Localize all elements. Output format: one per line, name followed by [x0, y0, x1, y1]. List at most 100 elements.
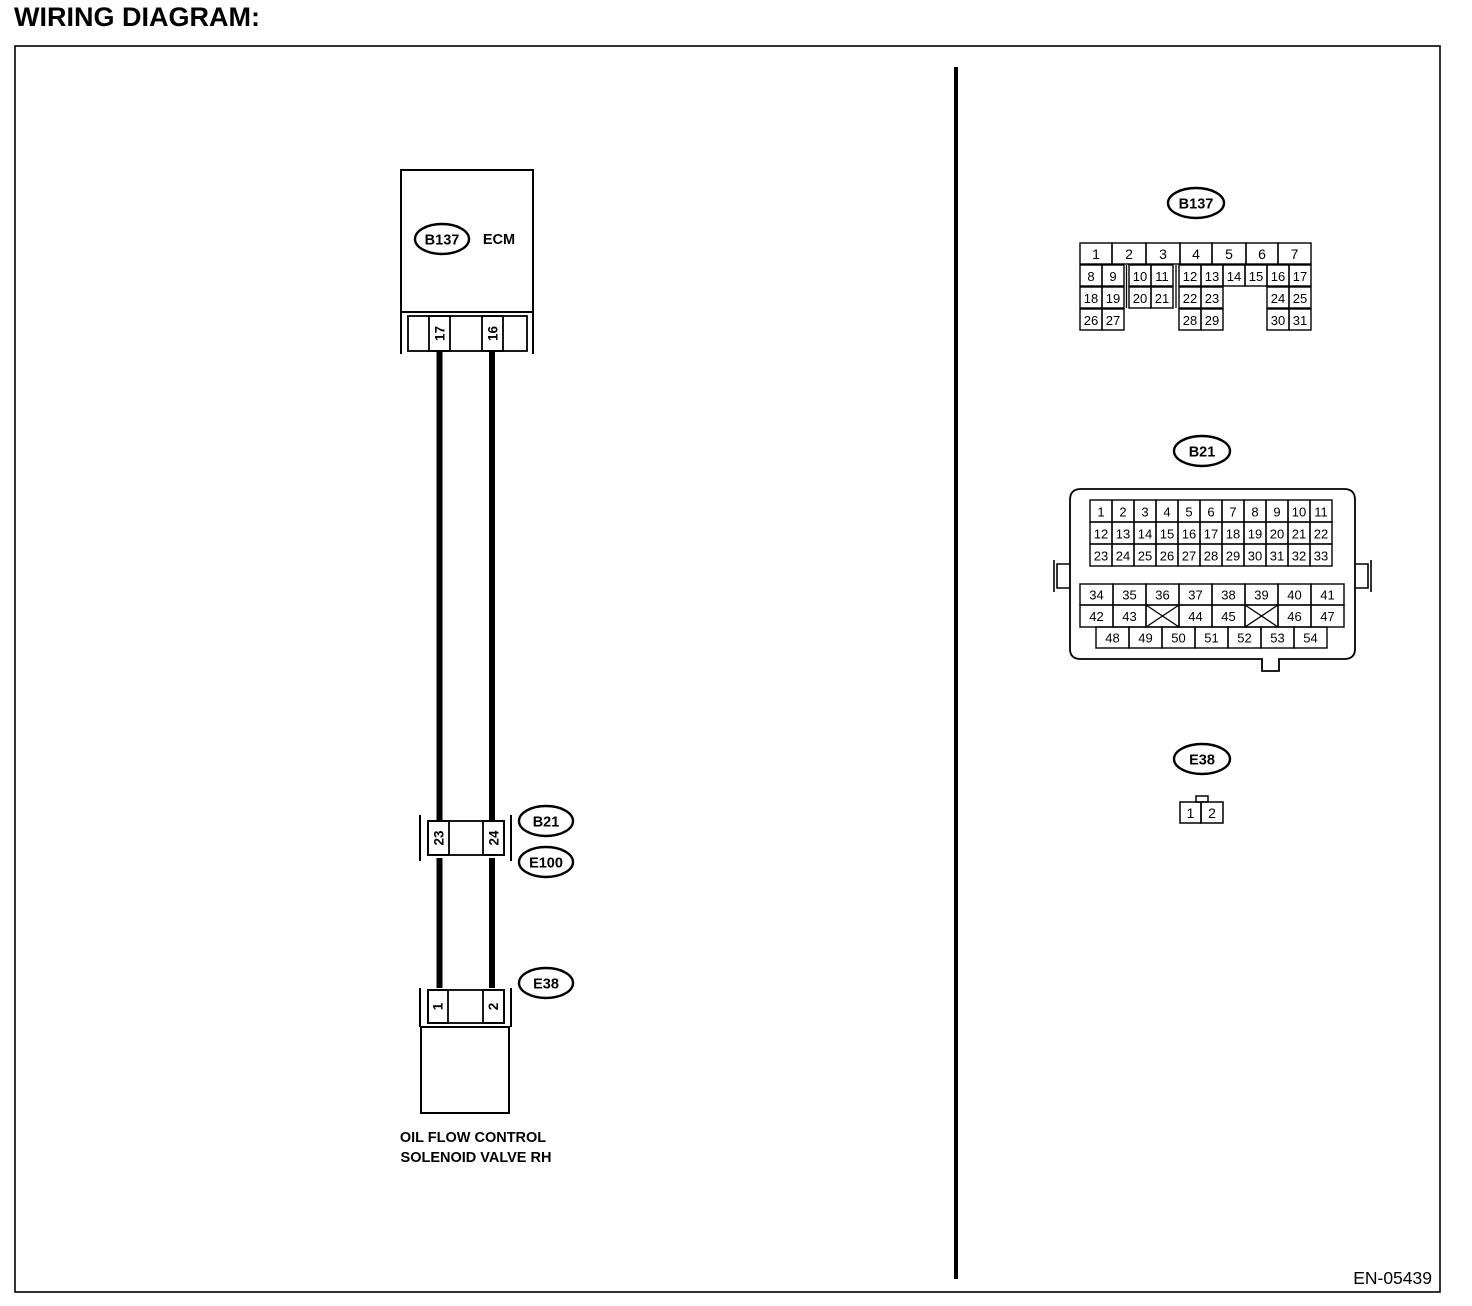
b21-pin-label-50: 50 — [1171, 631, 1185, 646]
b21-left-latch — [1056, 563, 1070, 589]
b137-pin-label-11: 11 — [1155, 269, 1169, 284]
b137-pin-label-28: 28 — [1183, 313, 1197, 328]
b21-view-badge — [1172, 434, 1232, 468]
b137-view-badge — [1166, 186, 1226, 220]
b137-pin-label-26: 26 — [1084, 313, 1098, 328]
b21-pin-label-24: 24 — [1116, 549, 1130, 564]
b137-pin-label-5: 5 — [1225, 246, 1233, 262]
b137-pin-23 — [1200, 286, 1224, 309]
b137-pin-label-14: 14 — [1227, 269, 1241, 284]
b21-pin-label-9: 9 — [1273, 505, 1280, 520]
b21-pin-label-53: 53 — [1270, 631, 1284, 646]
b137-pin-label-23: 23 — [1205, 291, 1219, 306]
b137-pin-label-12: 12 — [1183, 269, 1197, 284]
b21-pin-label-22: 22 — [1314, 527, 1328, 542]
e38-view-id: E38 — [1189, 753, 1215, 769]
b21-pin-label-18: 18 — [1226, 527, 1240, 542]
b21-pin-33 — [1309, 543, 1333, 567]
b21-pin-label-36: 36 — [1155, 588, 1169, 603]
b137-pin-label-15: 15 — [1249, 269, 1263, 284]
b21-pin-label-29: 29 — [1226, 549, 1240, 564]
b21-pin-label-46: 46 — [1287, 609, 1301, 624]
b137-pin-label-31: 31 — [1293, 313, 1307, 328]
b21-pin-label-4: 4 — [1163, 505, 1170, 520]
e38-view-badge — [1172, 742, 1232, 776]
b137-pin-25 — [1288, 286, 1312, 309]
b137-pin-31 — [1288, 308, 1312, 331]
figure-code: EN-05439 — [1353, 1268, 1432, 1288]
e38-view-pin-1-label: 1 — [1187, 805, 1195, 821]
ic-terminal-23-label: 23 — [432, 830, 447, 846]
b21-pin-label-33: 33 — [1314, 549, 1328, 564]
b21-pin-label-47: 47 — [1320, 609, 1334, 624]
b21-right-latch — [1355, 563, 1369, 589]
b21-id: B21 — [533, 815, 560, 831]
b21-pin-label-27: 27 — [1182, 549, 1196, 564]
e38-connector-view: E38 1 2 — [1172, 742, 1232, 824]
b21-pin-label-26: 26 — [1160, 549, 1174, 564]
b137-pin-label-2: 2 — [1125, 246, 1133, 262]
b21-pin-label-11: 11 — [1314, 505, 1328, 520]
wires — [436, 351, 495, 988]
e38-id: E38 — [533, 977, 559, 993]
b137-pin-label-20: 20 — [1133, 291, 1147, 306]
ic-terminal-24 — [482, 820, 505, 856]
b21-pin-label-35: 35 — [1122, 588, 1136, 603]
b137-pin-label-10: 10 — [1133, 269, 1147, 284]
b21-pin-label-42: 42 — [1089, 609, 1103, 624]
b21-pin-label-41: 41 — [1320, 588, 1334, 603]
b137-pin-11 — [1150, 264, 1174, 287]
ic-terminal-23 — [427, 820, 450, 856]
b21-pin-label-38: 38 — [1221, 588, 1235, 603]
ecm-connector-housing — [407, 315, 528, 352]
b21-pin-label-45: 45 — [1221, 609, 1235, 624]
b21-pin-label-23: 23 — [1094, 549, 1108, 564]
solenoid-block: E38 1 2 OIL FLOW CONTROL SOLENOID VALVE … — [400, 966, 575, 1166]
e38-terminal-2-label: 2 — [486, 1003, 501, 1011]
b137-pin-label-29: 29 — [1205, 313, 1219, 328]
b137-pin-label-13: 13 — [1205, 269, 1219, 284]
b21-pin-label-13: 13 — [1116, 527, 1130, 542]
ecm-label: ECM — [483, 232, 515, 248]
b137-pin-label-17: 17 — [1293, 269, 1307, 284]
b21-blank-cavity-cross — [1145, 604, 1180, 628]
page-title: WIRING DIAGRAM: — [14, 2, 260, 32]
b137-pin-7 — [1277, 242, 1312, 265]
b137-pin-label-16: 16 — [1271, 269, 1285, 284]
b137-pin-label-3: 3 — [1159, 246, 1167, 262]
b21-pin-label-3: 3 — [1141, 505, 1148, 520]
b137-pin-label-27: 27 — [1106, 313, 1120, 328]
b137-view-id: B137 — [1179, 197, 1214, 213]
b21-pin-label-8: 8 — [1251, 505, 1258, 520]
b21-pin-label-43: 43 — [1122, 609, 1136, 624]
ic-terminal-24-label: 24 — [487, 830, 502, 846]
b137-pin-label-7: 7 — [1291, 246, 1299, 262]
e38-view-latch — [1195, 795, 1209, 803]
b137-pin-27 — [1101, 308, 1125, 331]
b137-pin-17 — [1288, 264, 1312, 287]
b21-pin-label-37: 37 — [1188, 588, 1202, 603]
b21-housing-outline — [1069, 488, 1356, 672]
ecm-connector-badge — [413, 222, 471, 256]
b21-pin-label-28: 28 — [1204, 549, 1218, 564]
b21-pin-label-32: 32 — [1292, 549, 1306, 564]
b137-pin-label-30: 30 — [1271, 313, 1285, 328]
b137-pin-label-6: 6 — [1258, 246, 1266, 262]
b21-pin-label-17: 17 — [1204, 527, 1218, 542]
b21-view-id: B21 — [1189, 445, 1216, 461]
b21-blank-cavity-cross — [1244, 604, 1279, 628]
b21-pin-label-12: 12 — [1094, 527, 1108, 542]
b21-pin-label-21: 21 — [1292, 527, 1306, 542]
b137-pin-19 — [1101, 286, 1125, 309]
b21-pin-label-30: 30 — [1248, 549, 1262, 564]
e38-badge — [517, 966, 575, 1000]
b137-pin-label-21: 21 — [1155, 291, 1169, 306]
b21-pin-label-31: 31 — [1270, 549, 1284, 564]
b137-pin-label-22: 22 — [1183, 291, 1197, 306]
b137-pin-label-18: 18 — [1084, 291, 1098, 306]
